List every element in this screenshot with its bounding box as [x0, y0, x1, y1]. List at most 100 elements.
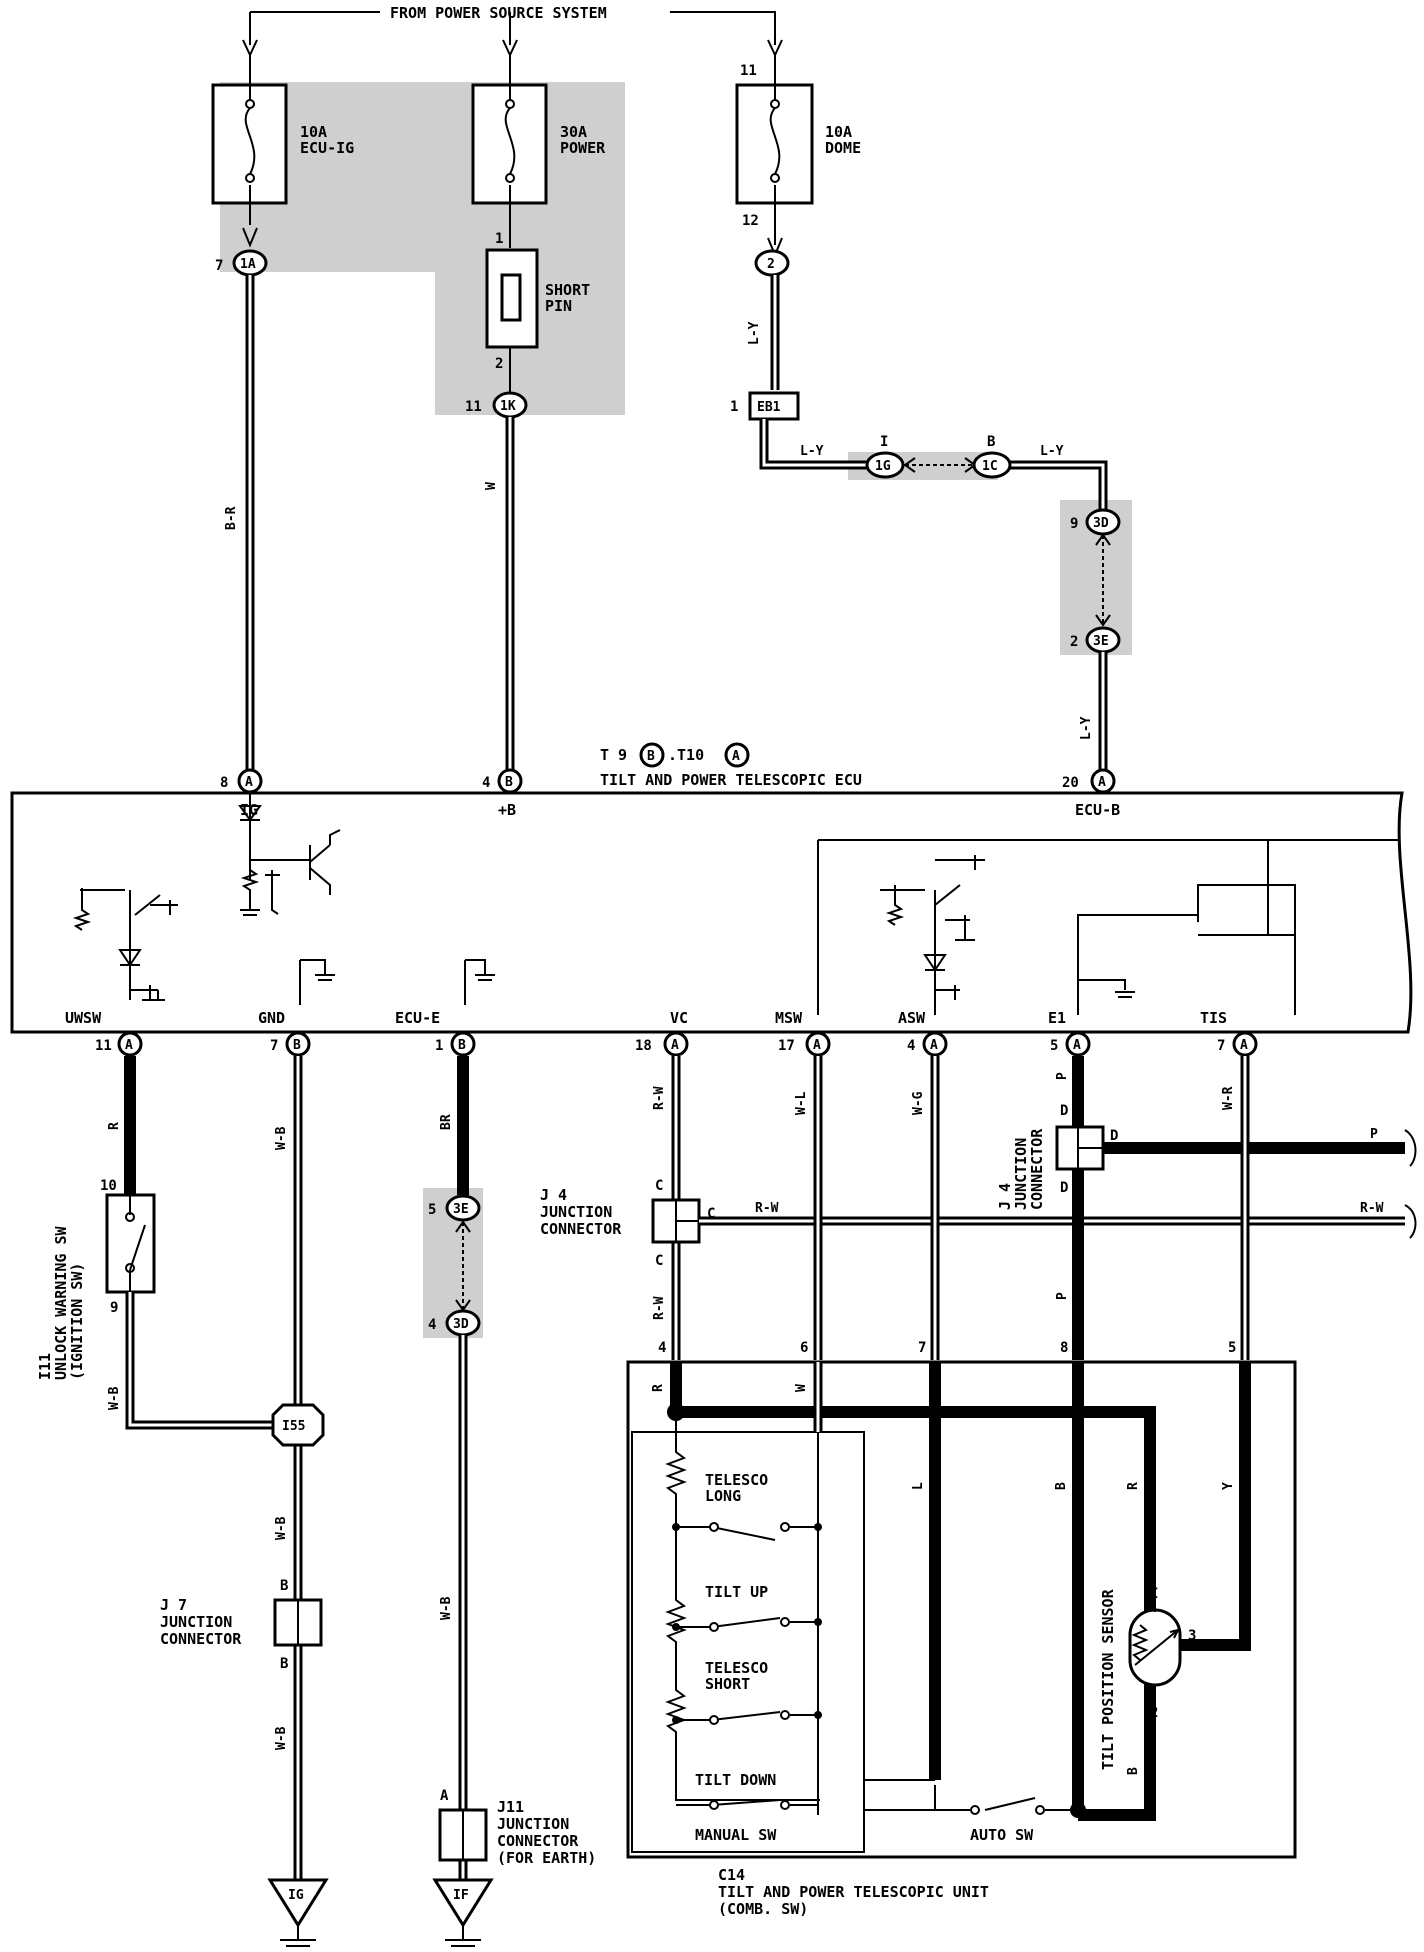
- svg-text:4: 4: [482, 775, 490, 791]
- svg-text:4: 4: [907, 1038, 915, 1054]
- svg-text:1: 1: [495, 231, 503, 247]
- svg-text:5: 5: [1050, 1038, 1058, 1054]
- svg-text:7: 7: [270, 1038, 278, 1054]
- connector-eb1: EB1 1: [730, 391, 800, 421]
- svg-text:EB1: EB1: [757, 400, 781, 415]
- svg-text:30A: 30A: [560, 123, 587, 141]
- svg-text:9: 9: [1070, 516, 1078, 532]
- svg-text:L-Y: L-Y: [1040, 444, 1064, 459]
- svg-text:R: R: [1126, 1482, 1141, 1490]
- svg-text:JUNCTION: JUNCTION: [540, 1203, 612, 1221]
- svg-text:A: A: [125, 1038, 133, 1053]
- connector-1g: 1G I: [865, 434, 905, 479]
- svg-text:D: D: [1060, 1103, 1068, 1119]
- svg-text:C14: C14: [718, 1866, 745, 1884]
- svg-text:8: 8: [220, 775, 228, 791]
- svg-text:W-B: W-B: [274, 1516, 289, 1540]
- svg-text:3D: 3D: [1093, 516, 1109, 531]
- svg-text:DOME: DOME: [825, 139, 861, 157]
- svg-text:1C: 1C: [982, 459, 998, 474]
- ecu-bottom-pins: A 11 B 7 B 1 A 18 A 17 A 4 A 5 A 7: [95, 1031, 1258, 1057]
- svg-text:IG: IG: [288, 1888, 304, 1903]
- svg-text:UWSW: UWSW: [65, 1009, 102, 1027]
- svg-text:7: 7: [918, 1340, 926, 1356]
- svg-text:W-G: W-G: [911, 1091, 926, 1115]
- svg-text:11: 11: [95, 1038, 112, 1054]
- svg-text:10A: 10A: [825, 123, 852, 141]
- svg-text:P: P: [1055, 1072, 1070, 1080]
- manual-switch-ladder: [665, 1412, 822, 1815]
- svg-text:TILT POSITION SENSOR: TILT POSITION SENSOR: [1099, 1588, 1117, 1770]
- manual-sw-box: [631, 1431, 865, 1853]
- svg-text:P: P: [1055, 1292, 1070, 1300]
- switch-i11: 10 9 I11 UNLOCK WARNING SW (IGNITION SW): [36, 1178, 156, 1380]
- svg-text:ECU-E: ECU-E: [395, 1009, 440, 1027]
- ecu-internal-circuit: [72, 793, 1400, 1015]
- svg-text:A: A: [440, 1788, 449, 1804]
- svg-text:7: 7: [1217, 1038, 1225, 1054]
- svg-text:J11: J11: [497, 1798, 524, 1816]
- manual-switch-labels: TELESCO LONG TILT UP TELESCO SHORT TILT …: [695, 1471, 777, 1844]
- svg-text:12: 12: [742, 213, 759, 229]
- connector-1c: 1C B: [972, 434, 1012, 479]
- svg-text:1: 1: [435, 1038, 443, 1054]
- svg-text:B: B: [647, 749, 655, 764]
- svg-text:I: I: [880, 434, 888, 450]
- ecu-title-1b: .T10: [668, 746, 704, 764]
- svg-text:MANUAL SW: MANUAL SW: [695, 1826, 777, 1844]
- svg-text:3: 3: [1188, 1628, 1196, 1644]
- svg-text:LONG: LONG: [705, 1487, 741, 1505]
- svg-text:JUNCTION: JUNCTION: [497, 1815, 569, 1833]
- svg-text:A: A: [1098, 775, 1106, 790]
- svg-text:CONNECTOR: CONNECTOR: [160, 1630, 242, 1648]
- svg-text:I55: I55: [282, 1419, 305, 1434]
- svg-text:C: C: [707, 1206, 715, 1222]
- svg-text:R-W: R-W: [1360, 1201, 1384, 1216]
- svg-text:JUNCTION: JUNCTION: [160, 1613, 232, 1631]
- svg-text:2: 2: [767, 257, 775, 272]
- unit-label: C14 TILT AND POWER TELESCOPIC UNIT (COMB…: [718, 1866, 989, 1918]
- svg-text:5: 5: [1228, 1340, 1236, 1356]
- svg-text:18: 18: [635, 1038, 652, 1054]
- svg-text:W: W: [484, 482, 499, 490]
- junction-j4-left: C C C J 4 JUNCTION CONNECTOR: [540, 1178, 715, 1269]
- ecu-title-1: T 9: [600, 746, 627, 764]
- connector-3e-bottom: 3E 5: [428, 1194, 481, 1222]
- svg-text:R-W: R-W: [652, 1296, 667, 1320]
- svg-text:I11: I11: [36, 1353, 54, 1380]
- svg-text:C: C: [655, 1253, 663, 1269]
- svg-text:11: 11: [465, 399, 482, 415]
- svg-text:5: 5: [428, 1202, 436, 1218]
- ground-ig: IG: [267, 1878, 329, 1947]
- svg-text:J 4: J 4: [996, 1183, 1014, 1210]
- svg-text:1G: 1G: [875, 459, 891, 474]
- svg-text:UNLOCK WARNING SW: UNLOCK WARNING SW: [52, 1226, 70, 1380]
- svg-text:R: R: [107, 1122, 122, 1130]
- svg-text:VC: VC: [670, 1009, 688, 1027]
- unit-c14-box: [626, 1360, 1297, 1859]
- svg-text:AUTO SW: AUTO SW: [970, 1826, 1034, 1844]
- svg-text:11: 11: [740, 63, 757, 79]
- svg-text:3E: 3E: [1093, 634, 1109, 649]
- fuse-power: 30A POWER: [471, 55, 606, 248]
- fuse-ecu-ig: 10A ECU-IG: [211, 55, 354, 225]
- svg-text:A: A: [930, 1038, 938, 1053]
- svg-text:ECU-B: ECU-B: [1075, 801, 1120, 819]
- svg-text:J 4: J 4: [540, 1186, 567, 1204]
- svg-text:L: L: [911, 1482, 926, 1490]
- svg-text:P: P: [1370, 1127, 1378, 1142]
- svg-text:R-W: R-W: [652, 1086, 667, 1110]
- svg-text:CONNECTOR: CONNECTOR: [497, 1832, 579, 1850]
- fuse-dome: 10A DOME 11 12: [735, 55, 861, 245]
- svg-text:+B: +B: [498, 801, 516, 819]
- svg-text:BR: BR: [439, 1114, 454, 1130]
- svg-text:8: 8: [1060, 1340, 1068, 1356]
- svg-text:ECU-IG: ECU-IG: [300, 139, 354, 157]
- svg-text:A: A: [732, 749, 740, 764]
- svg-text:TILT DOWN: TILT DOWN: [695, 1771, 776, 1789]
- connector-1k: 1K 11: [465, 391, 528, 419]
- junction-j11: A J11 JUNCTION CONNECTOR (FOR EARTH): [438, 1788, 596, 1867]
- svg-text:B: B: [987, 434, 995, 450]
- svg-text:20: 20: [1062, 775, 1079, 791]
